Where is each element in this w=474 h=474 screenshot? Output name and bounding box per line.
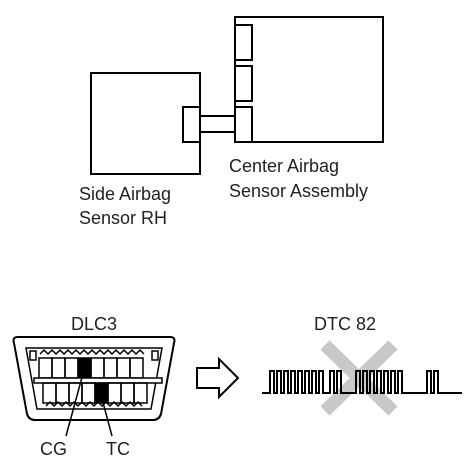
dlc3-bottom-pins: [42, 382, 148, 404]
side-sensor-body: [90, 72, 201, 175]
dtc-title: DTC 82: [314, 314, 376, 334]
center-sensor-label-line1: Center Airbag: [229, 156, 339, 176]
dlc3-title: DLC3: [71, 314, 117, 334]
side-sensor-connector: [182, 106, 201, 143]
side-sensor-label-line2: Sensor RH: [79, 208, 167, 228]
right-arrow-icon: [196, 356, 240, 400]
dlc3-notch-right: [151, 350, 159, 361]
tc-leader-line: [100, 394, 113, 437]
center-sensor-body: [234, 16, 384, 143]
wire-harness: [200, 115, 235, 133]
dlc3-bottom-rim: [45, 400, 143, 408]
dlc3-notch-left: [29, 350, 37, 361]
center-sensor-label-line2: Sensor Assembly: [229, 181, 368, 201]
dlc3-pin-tc: [94, 382, 109, 404]
center-sensor-connector-2: [234, 65, 253, 102]
tc-label: TC: [106, 439, 130, 459]
side-sensor-label-line1: Side Airbag: [79, 184, 171, 204]
dlc3-top-rim: [39, 348, 145, 356]
side-airbag-sensor: [90, 72, 201, 175]
center-sensor-connector-3: [234, 106, 253, 143]
dlc3-pin-cg: [77, 357, 92, 379]
dtc-waveform: [262, 370, 462, 394]
center-sensor-connector-1: [234, 24, 253, 61]
dlc3-inner-shell: [25, 347, 163, 410]
cg-label: CG: [40, 439, 67, 459]
cg-leader-line: [65, 369, 85, 437]
dlc3-connector: [12, 336, 176, 437]
center-airbag-sensor: [234, 16, 384, 143]
